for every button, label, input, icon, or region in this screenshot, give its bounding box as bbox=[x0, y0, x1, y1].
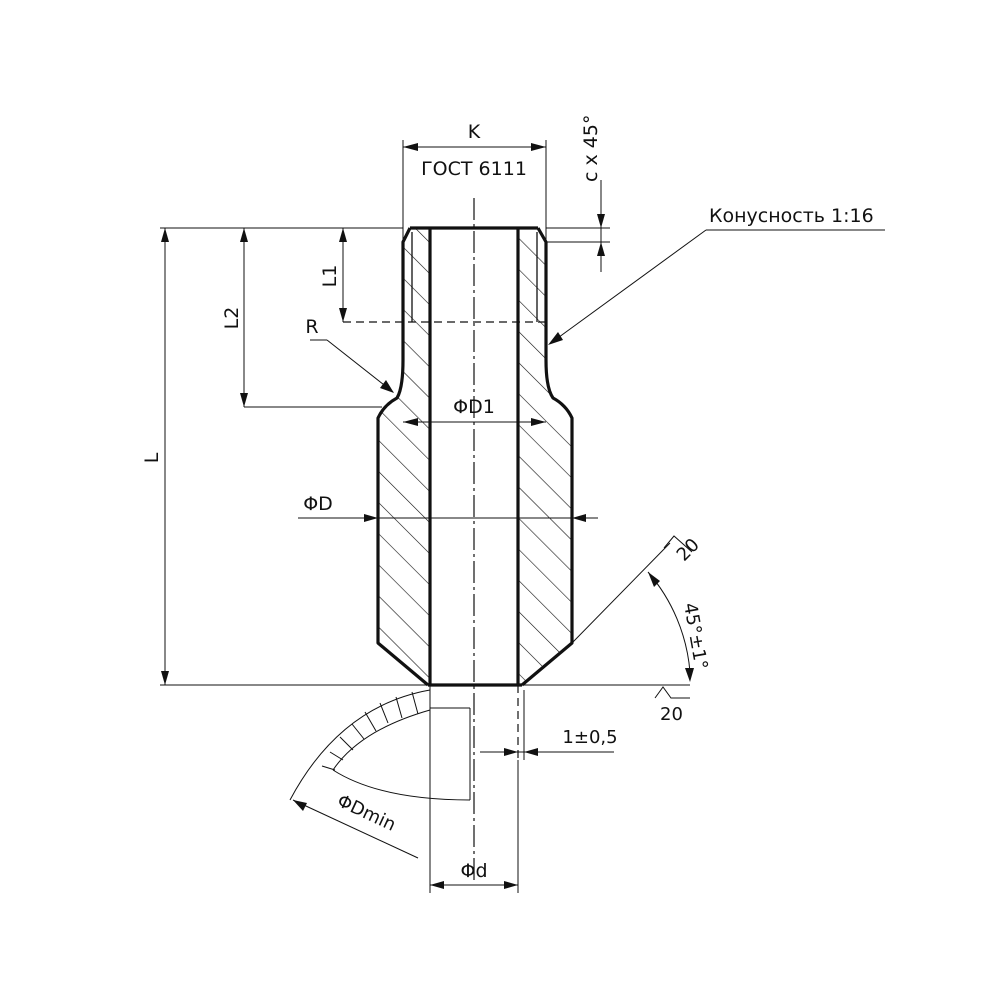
pipe-weld-region bbox=[289, 685, 525, 801]
chamfer-dimension: c x 45° bbox=[546, 115, 610, 272]
dmin-label: ΦDmin bbox=[334, 790, 399, 835]
left-wall-hatch bbox=[378, 228, 430, 685]
small-d-label: Φd bbox=[460, 860, 487, 882]
right-wall-hatch bbox=[518, 228, 572, 685]
l-dimension: L bbox=[141, 227, 690, 686]
roughness-bottom-label: 20 bbox=[660, 704, 683, 725]
left-outer-profile bbox=[376, 227, 430, 687]
d-dimension: ΦD bbox=[298, 493, 598, 522]
angle-dimension: 45°±1° 20 20 bbox=[571, 534, 711, 725]
chamfer-label: c x 45° bbox=[580, 115, 602, 182]
l2-label: L2 bbox=[221, 307, 243, 330]
k-dimension: K ГОСТ 6111 bbox=[402, 121, 547, 240]
r-label: R bbox=[305, 316, 318, 338]
r-leader: R bbox=[305, 316, 394, 393]
taper-label: Конусность 1:16 bbox=[709, 205, 874, 227]
d1-label: ΦD1 bbox=[453, 396, 495, 418]
offset-dimension: 1±0,5 bbox=[480, 727, 618, 756]
gost-label: ГОСТ 6111 bbox=[421, 158, 527, 180]
l-label: L bbox=[141, 452, 163, 463]
roughness-mark-bottom bbox=[654, 686, 690, 699]
section-hatching bbox=[378, 228, 572, 685]
l1-dimension: L1 bbox=[319, 227, 403, 322]
l1-label: L1 bbox=[319, 265, 341, 288]
k-label: K bbox=[468, 121, 481, 143]
offset-label: 1±0,5 bbox=[562, 727, 617, 748]
l2-dimension: L2 bbox=[221, 227, 382, 408]
dmin-dimension: ΦDmin bbox=[292, 790, 419, 859]
roughness-mark-top bbox=[663, 535, 693, 553]
small-d-dimension: Φd bbox=[429, 685, 519, 893]
taper-leader: Конусность 1:16 bbox=[548, 205, 885, 345]
part-outline bbox=[376, 226, 574, 687]
d1-dimension: ΦD1 bbox=[403, 396, 546, 426]
right-outer-profile bbox=[520, 227, 574, 687]
d-label: ΦD bbox=[303, 493, 333, 515]
